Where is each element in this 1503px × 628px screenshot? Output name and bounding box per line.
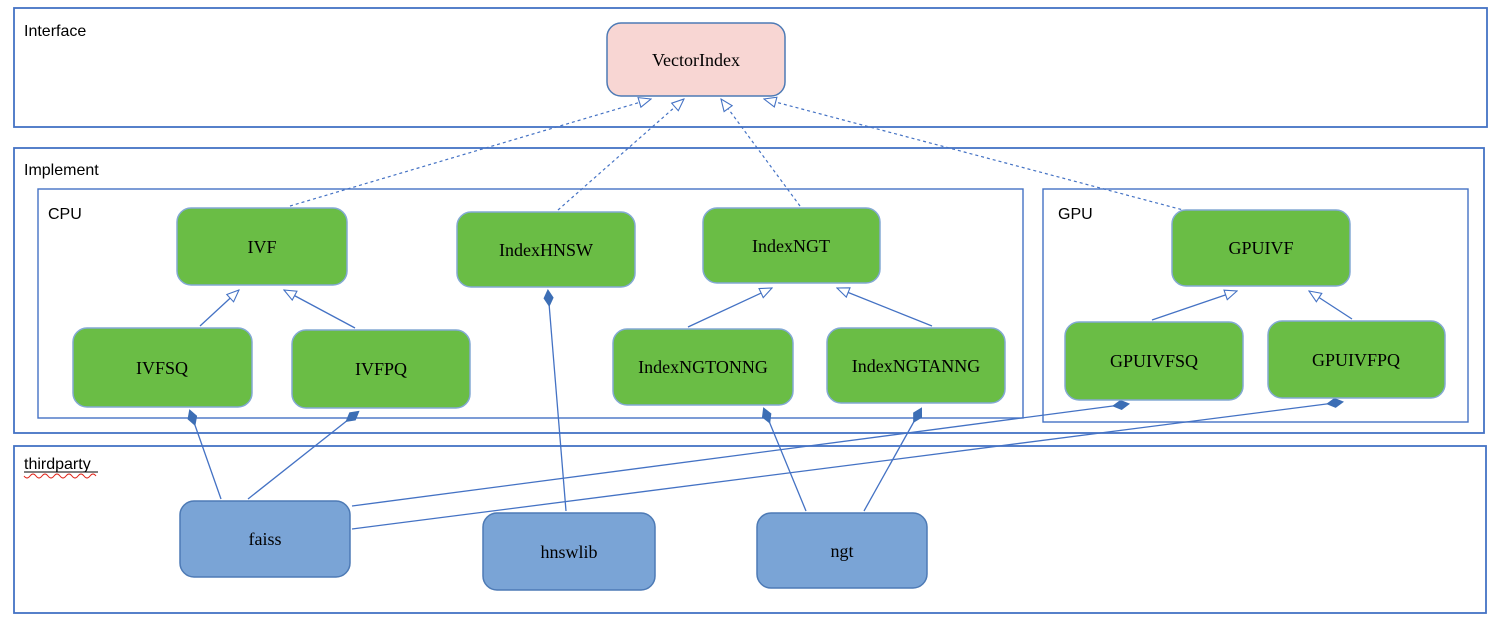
edge-ivfsq-ivf bbox=[199, 290, 239, 327]
node-indexngt-label: IndexNGT bbox=[752, 236, 830, 256]
edge-indexhnsw-vectorindex bbox=[557, 99, 684, 211]
node-faiss: faiss bbox=[179, 500, 351, 578]
section-implement-label: Implement bbox=[24, 162, 99, 179]
node-ivfsq-shape bbox=[72, 327, 253, 408]
edge-gpuivfsq-gpuivf bbox=[1151, 291, 1237, 321]
edge-hnswlib-indexhnsw bbox=[548, 291, 567, 512]
node-gpuivfsq: GPUIVFSQ bbox=[1064, 321, 1244, 401]
node-ivfpq-label: IVFPQ bbox=[355, 359, 407, 379]
node-indexhnsw-label: IndexHNSW bbox=[499, 240, 593, 260]
node-ngt-label: ngt bbox=[830, 541, 853, 561]
node-ivf-label: IVF bbox=[247, 237, 276, 257]
edge-indexngtonng-indexngt bbox=[687, 288, 772, 328]
node-gpuivfpq-label: GPUIVFPQ bbox=[1312, 350, 1400, 370]
node-ngt: ngt bbox=[756, 512, 928, 589]
edge-indexngtanng-indexngt bbox=[837, 288, 933, 327]
node-indexngtonng-label: IndexNGTONNG bbox=[638, 357, 768, 377]
edge-ngt-indexngtanng bbox=[863, 409, 921, 512]
node-hnswlib-shape bbox=[482, 512, 656, 591]
node-indexngt-shape bbox=[702, 207, 881, 284]
node-ivf-shape bbox=[176, 207, 348, 286]
node-vectorindex: VectorIndex bbox=[606, 22, 786, 97]
edge-faiss-gpuivfpq bbox=[351, 402, 1342, 530]
edge-indexngt-vectorindex bbox=[721, 99, 801, 207]
node-indexngtonng: IndexNGTONNG bbox=[612, 328, 794, 406]
node-indexngtanng: IndexNGTANNG bbox=[826, 327, 1006, 404]
node-indexngtanng-label: IndexNGTANNG bbox=[852, 356, 981, 376]
node-ivfpq-shape bbox=[291, 329, 471, 409]
node-vectorindex-shape bbox=[606, 22, 786, 97]
spellcheck-squiggle bbox=[23, 473, 97, 479]
node-gpuivfpq-shape bbox=[1267, 320, 1446, 399]
node-ivfpq: IVFPQ bbox=[291, 329, 471, 409]
edge-faiss-gpuivfsq bbox=[351, 404, 1128, 507]
edge-ivfpq-ivf bbox=[284, 290, 356, 329]
node-vectorindex-label: VectorIndex bbox=[652, 50, 740, 70]
node-indexhnsw: IndexHNSW bbox=[456, 211, 636, 288]
node-hnswlib-label: hnswlib bbox=[540, 542, 597, 562]
edge-faiss-ivfpq bbox=[247, 412, 358, 500]
node-ivfsq-label: IVFSQ bbox=[136, 358, 188, 378]
node-indexngtonng-shape bbox=[612, 328, 794, 406]
node-hnswlib: hnswlib bbox=[482, 512, 656, 591]
edges bbox=[190, 99, 1353, 530]
node-gpuivf: GPUIVF bbox=[1171, 209, 1351, 287]
node-faiss-label: faiss bbox=[249, 529, 282, 549]
section-thirdparty-label: thirdparty bbox=[24, 456, 91, 473]
section-gpu-label: GPU bbox=[1058, 206, 1093, 223]
node-indexngt: IndexNGT bbox=[702, 207, 881, 284]
node-indexngtanng-shape bbox=[826, 327, 1006, 404]
edge-ngt-indexngtonng bbox=[764, 409, 807, 512]
nodes: VectorIndex IVF IndexHNSW IndexNGT GPUIV… bbox=[72, 22, 1446, 591]
edge-gpuivf-vectorindex bbox=[764, 99, 1188, 212]
section-interface-label: Interface bbox=[24, 23, 86, 40]
node-gpuivf-label: GPUIVF bbox=[1228, 238, 1293, 258]
node-faiss-shape bbox=[179, 500, 351, 578]
node-ngt-shape bbox=[756, 512, 928, 589]
node-ivfsq: IVFSQ bbox=[72, 327, 253, 408]
edge-gpuivfpq-gpuivf bbox=[1309, 291, 1353, 320]
node-gpuivfsq-shape bbox=[1064, 321, 1244, 401]
section-cpu-label: CPU bbox=[48, 206, 82, 223]
node-gpuivfpq: GPUIVFPQ bbox=[1267, 320, 1446, 399]
node-gpuivf-shape bbox=[1171, 209, 1351, 287]
edge-ivf-vectorindex bbox=[289, 99, 651, 207]
node-indexhnsw-shape bbox=[456, 211, 636, 288]
node-ivf: IVF bbox=[176, 207, 348, 286]
node-gpuivfsq-label: GPUIVFSQ bbox=[1110, 351, 1198, 371]
edge-faiss-ivfsq bbox=[190, 411, 222, 500]
